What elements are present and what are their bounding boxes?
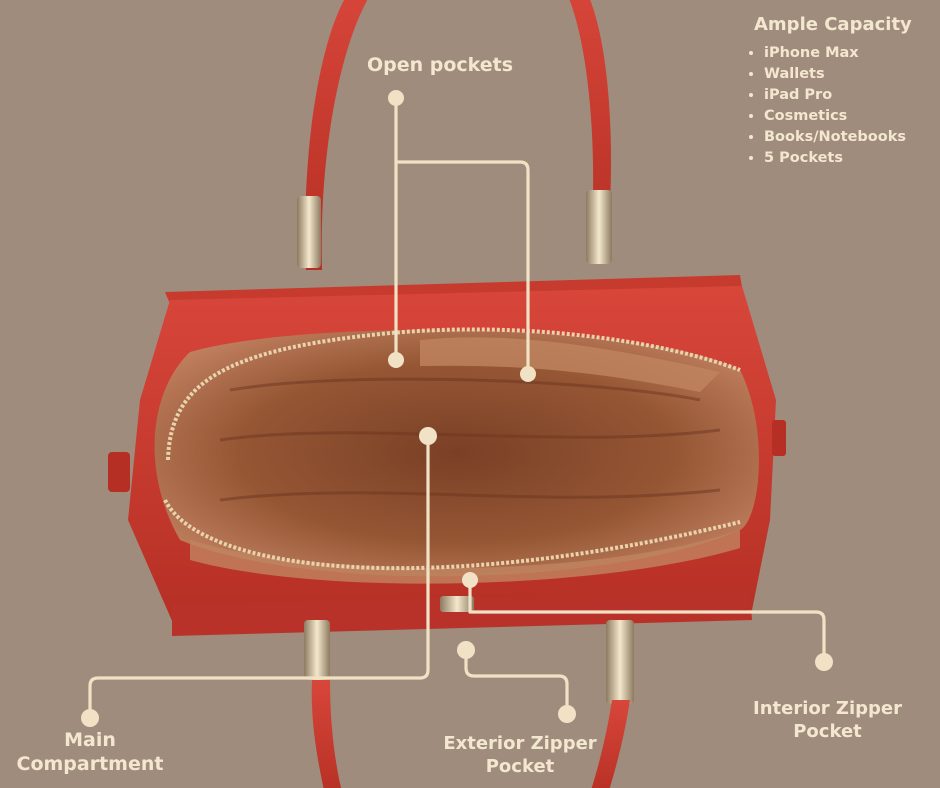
capacity-item: 5 Pockets: [764, 148, 938, 169]
exterior-zipper-label-line2: Pocket: [485, 755, 555, 777]
capacity-title: Ample Capacity: [754, 14, 912, 35]
capacity-item: Books/Notebooks: [764, 127, 938, 148]
capacity-item: iPad Pro: [764, 85, 938, 106]
exterior-zipper-pocket-label: Exterior Zipper Pocket: [430, 733, 610, 778]
main-compartment-dot: [419, 427, 437, 445]
callout-dots: [81, 90, 833, 727]
back-handle: [305, 0, 611, 270]
interior-zipper-dot: [462, 572, 478, 588]
capacity-list: iPhone Max Wallets iPad Pro Cosmetics Bo…: [748, 43, 938, 169]
open-pockets-top-dot: [388, 90, 404, 106]
main-compartment-label: Main Compartment: [0, 729, 180, 777]
capacity-item: iPhone Max: [764, 43, 938, 64]
open-pocket-left-dot: [388, 352, 404, 368]
zipper-tracks: [163, 327, 741, 571]
exterior-zipper-dot: [457, 641, 475, 659]
capacity-panel: Ample Capacity iPhone Max Wallets iPad P…: [748, 14, 938, 169]
interior-zipper-label-line2: Pocket: [793, 720, 862, 742]
back-handle-rings: [297, 190, 612, 268]
open-pockets-label: Open pockets: [366, 54, 514, 76]
main-compartment-label-dot: [81, 709, 99, 727]
capacity-item: Wallets: [764, 64, 938, 85]
exterior-zipper-label-dot: [558, 705, 576, 723]
open-pocket-right-dot: [520, 366, 536, 382]
exterior-zipper-label-line1: Exterior Zipper: [443, 733, 597, 754]
callout-lines: [88, 96, 826, 718]
main-compartment-label-line1: Main: [64, 729, 116, 751]
interior-zipper-label-dot: [815, 653, 833, 671]
bag-lining: [154, 329, 759, 584]
front-handle: [304, 596, 634, 788]
interior-zipper-pocket-label: Interior Zipper Pocket: [745, 698, 910, 743]
interior-zipper-label-line1: Interior Zipper: [753, 698, 902, 719]
main-compartment-label-line2: Compartment: [16, 752, 164, 775]
capacity-item: Cosmetics: [764, 106, 938, 127]
